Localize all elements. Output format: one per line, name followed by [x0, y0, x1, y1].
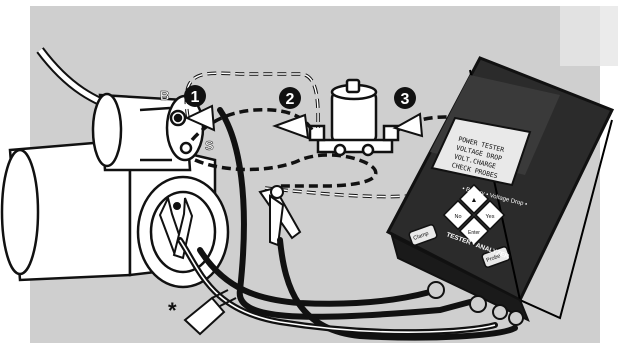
callout-2-number: 2 — [286, 91, 295, 108]
callout-1: 1 — [184, 85, 206, 107]
panel-highlight — [560, 6, 618, 66]
jack-3 — [493, 305, 507, 319]
terminal-s-label: S — [205, 138, 214, 153]
jack-4 — [509, 311, 523, 325]
key-up-label: ▲ — [471, 197, 478, 204]
key-no-label: No — [454, 214, 461, 220]
jack-2 — [470, 296, 486, 312]
key-yes-label: Yes — [486, 214, 495, 220]
callout-1-number: 1 — [191, 89, 200, 106]
terminal-b-label: B — [160, 88, 169, 103]
callout-2: 2 — [279, 87, 301, 109]
callout-3: 3 — [394, 87, 416, 109]
note-asterisk: * — [168, 298, 177, 323]
key-enter-label: Enter — [468, 230, 480, 236]
callout-3-number: 3 — [401, 91, 410, 108]
jack-1 — [428, 282, 444, 298]
